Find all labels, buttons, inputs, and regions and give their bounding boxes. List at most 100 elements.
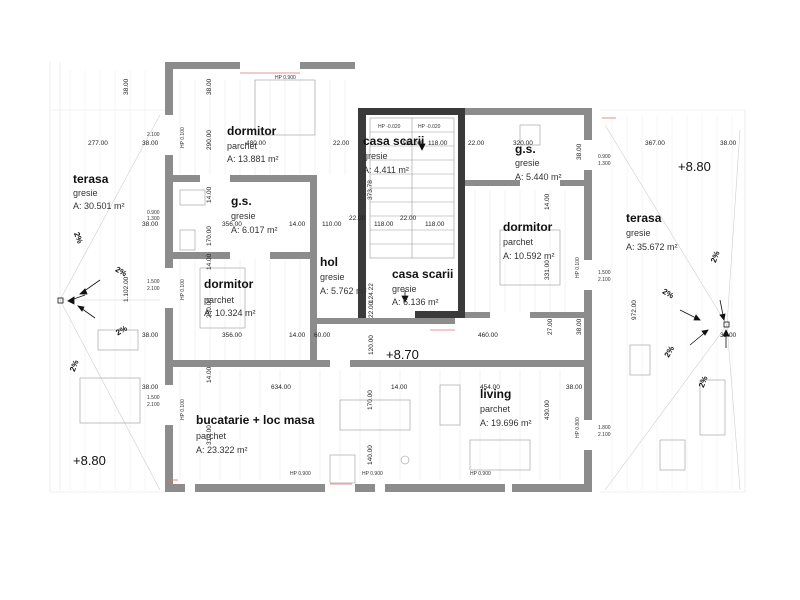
window-height-mark: HP 0.900 — [470, 471, 491, 477]
dimension-label: 14.00 — [544, 193, 551, 210]
room-gs-right-finish: gresie — [515, 158, 540, 168]
dimension-label: 1.102.00 — [123, 276, 130, 302]
dimension-label: 38.00 — [576, 318, 583, 335]
window-height-mark: HP -0.020 — [378, 124, 401, 130]
dimension-label: 14.00 — [206, 186, 213, 203]
room-dormitor-left-finish: parchet — [204, 295, 235, 305]
room-dormitor-right-finish: parchet — [503, 237, 534, 247]
dimension-label: 972.00 — [631, 300, 638, 320]
dimension-label: 356.00 — [222, 332, 242, 339]
drain-marks — [57, 297, 730, 328]
window-height-mark: HP -0.020 — [418, 124, 441, 130]
dimension-label: 170.00 — [367, 390, 374, 410]
dimension-label: 38.00 — [720, 332, 737, 339]
slope-arrows — [67, 140, 730, 348]
room-hol-finish: gresie — [320, 272, 345, 282]
room-gs-right-area: A: 5.440 m² — [515, 172, 562, 182]
room-gs-left-name: g.s. — [231, 194, 252, 208]
dimension-label: 38.00 — [142, 332, 159, 339]
room-casa-scarii-top-finish: gresie — [363, 151, 388, 161]
dimension-label: 120.00 — [368, 335, 375, 355]
dimension-label: 14.00 — [206, 253, 213, 270]
room-living-finish: parchet — [480, 404, 511, 414]
window-height-mark: 0.900 — [147, 210, 160, 216]
dimension-label: 14.00 — [289, 221, 306, 228]
interior-floor-hatch — [179, 80, 566, 480]
dimension-label: 38.00 — [142, 384, 159, 391]
room-casa-scarii-mid-name: casa scarii — [392, 267, 454, 281]
window-height-mark: 0.900 — [598, 154, 611, 160]
dimension-label: 60.00 — [314, 332, 331, 339]
room-gs-left-area: A: 6.017 m² — [231, 225, 278, 235]
room-casa-scarii-mid-area: A: 6.136 m² — [392, 297, 439, 307]
room-dormitor-top-area: A: 13.881 m² — [227, 154, 279, 164]
stairs — [369, 117, 455, 259]
room-bucatarie-area: A: 23.322 m² — [196, 445, 248, 455]
dimension-label: 38.00 — [566, 384, 583, 391]
room-dormitor-top-name: dormitor — [227, 124, 277, 138]
dimension-label: 356.00 — [222, 221, 242, 228]
dimension-label: 290.00 — [206, 130, 213, 150]
level-mark-top-right: +8.80 — [678, 159, 711, 174]
window-height-mark: 2.100 — [598, 432, 611, 438]
room-bucatarie-finish: parchet — [196, 431, 227, 441]
dimension-label: 38.00 — [142, 140, 159, 147]
window-height-mark: 1.300 — [147, 216, 160, 222]
window-height-mark: 1.500 — [598, 270, 611, 276]
room-hol-name: hol — [320, 255, 338, 269]
level-mark-center: +8.70 — [386, 347, 419, 362]
window-height-mark: HP 0.100 — [180, 399, 186, 420]
dimension-label: 118.00 — [428, 140, 448, 147]
room-terasa-right-finish: gresie — [626, 228, 651, 238]
opening-marks — [165, 72, 616, 485]
window-height-mark: HP 0.100 — [575, 257, 581, 278]
window-height-mark: 2.100 — [147, 402, 160, 408]
room-dormitor-left-name: dormitor — [204, 277, 254, 291]
dimension-label: 634.00 — [271, 384, 291, 391]
furniture — [79, 79, 726, 484]
dimension-label: 140.00 — [367, 445, 374, 465]
room-living-area: A: 19.696 m² — [480, 418, 532, 428]
terrace-tile-grid — [49, 62, 746, 493]
dimension-label: 118.00 — [402, 140, 422, 147]
window-height-mark: 1.300 — [598, 161, 611, 167]
dimension-label: 331.00 — [544, 260, 551, 280]
dimension-label: 38.00 — [142, 221, 159, 228]
window-height-mark: 1.500 — [147, 279, 160, 285]
dimension-label: 118.00 — [425, 221, 445, 228]
window-height-mark: HP 0.800 — [575, 417, 581, 438]
room-dormitor-left-area: A: 10.324 m² — [204, 308, 256, 318]
room-terasa-left-area: A: 30.501 m² — [73, 201, 125, 211]
level-mark-bottom-left: +8.80 — [73, 453, 106, 468]
dimension-label: 38.00 — [123, 78, 130, 95]
room-gs-left-finish: gresie — [231, 211, 256, 221]
window-height-mark: 2.100 — [147, 132, 160, 138]
dimension-label: 14.00 — [391, 384, 408, 391]
dimension-label: 38.00 — [720, 140, 737, 147]
dimension-label: 277.00 — [88, 140, 108, 147]
window-height-mark: HP 0.900 — [290, 471, 311, 477]
dimension-label: 22.00 — [349, 215, 366, 222]
room-living-name: living — [480, 387, 512, 401]
dimension-label: 110.00 — [322, 221, 342, 228]
dimension-label: 22.00 — [468, 140, 485, 147]
dimension-label: 367.00 — [645, 140, 665, 147]
room-bucatarie-name: bucatarie + loc masa — [196, 413, 315, 427]
room-dormitor-top-finish: parchet — [227, 141, 258, 151]
dimension-label: 454.00 — [480, 384, 500, 391]
dimension-label: 320.00 — [513, 140, 533, 147]
dimension-label: 14.00 — [289, 332, 306, 339]
dimension-label: 480.00 — [246, 140, 266, 147]
dimension-label: 170.00 — [206, 226, 213, 246]
dimension-label: 14.00 — [206, 366, 213, 383]
room-dormitor-right-name: dormitor — [503, 220, 553, 234]
dimension-label: 310.00 — [206, 425, 213, 445]
dimension-label: 124.22 — [368, 283, 375, 303]
dimension-label: 460.00 — [478, 332, 498, 339]
room-casa-scarii-mid-finish: gresie — [392, 284, 417, 294]
terrace-slope-lines — [59, 114, 741, 491]
window-height-mark: 1.800 — [598, 425, 611, 431]
room-gs-right-name: g.s. — [515, 142, 536, 156]
